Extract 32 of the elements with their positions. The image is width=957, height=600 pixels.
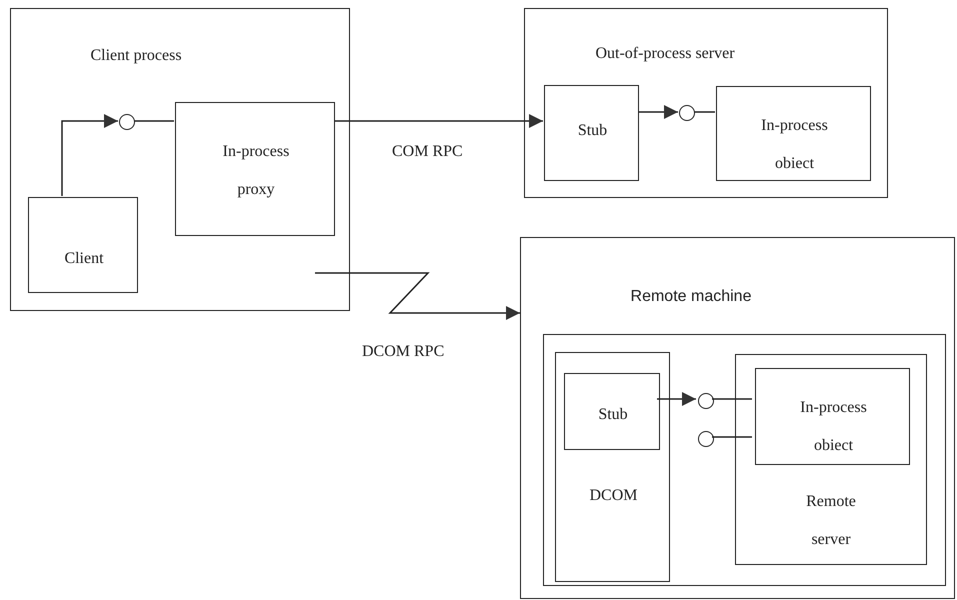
connector: [61, 114, 118, 196]
server-box: [735, 354, 927, 565]
object-box: [716, 86, 871, 181]
node-label: DCOM: [588, 486, 638, 506]
node-label: Client: [63, 249, 105, 269]
connector: [315, 272, 520, 320]
server-box: [524, 8, 888, 198]
stub-box: [544, 85, 639, 181]
node-label: Remote machine: [630, 287, 752, 307]
node-label: Stub: [576, 121, 608, 141]
connector: [694, 111, 715, 113]
connector: [712, 436, 752, 438]
machine-box: [520, 237, 955, 599]
node-label: In-process obiect: [760, 116, 829, 174]
node-label: Client process: [89, 46, 183, 66]
connector: [657, 392, 696, 406]
connector: [334, 114, 543, 128]
object-box: [755, 368, 910, 465]
proxy-box: [175, 102, 335, 236]
node-label: Out-of-process server: [594, 44, 736, 64]
node-label: Stub: [597, 405, 629, 425]
connector: [638, 105, 678, 119]
client-box: [28, 197, 138, 293]
stub-box: [564, 373, 660, 450]
connector: [712, 398, 752, 400]
inner-box: [543, 334, 946, 586]
connector: [134, 120, 174, 122]
node-label: In-process proxy: [222, 142, 290, 200]
dcom-box: [555, 352, 670, 582]
process-box: [10, 8, 350, 311]
node-label: In-process obiect: [799, 398, 868, 456]
node-label: Remote server: [805, 492, 857, 550]
